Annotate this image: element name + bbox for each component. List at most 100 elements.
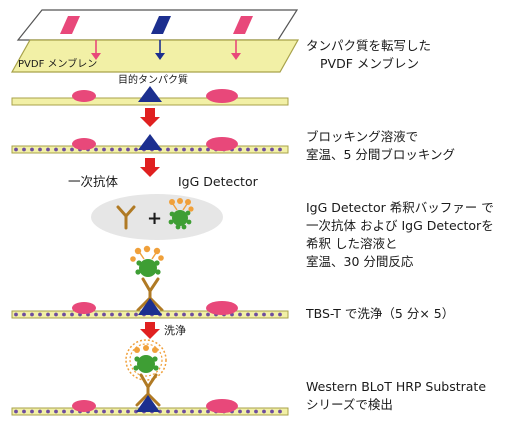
blocking-agent-bead xyxy=(158,409,162,414)
blocking-agent-bead xyxy=(174,147,178,152)
blocking-agent-bead xyxy=(126,409,130,414)
blocking-agent-bead xyxy=(22,147,26,152)
step-3-text: IgG Detector 希釈バッファー で 一次抗体 および IgG Dete… xyxy=(306,199,494,271)
antibody-y-icon xyxy=(116,205,136,230)
blocking-agent-bead xyxy=(46,312,50,317)
protein-band xyxy=(72,302,96,314)
red-down-arrow-icon xyxy=(140,108,160,127)
antibody-y-icon xyxy=(135,373,161,407)
blocking-agent-bead xyxy=(190,312,194,317)
blocking-agent-bead xyxy=(238,312,242,317)
blocking-agent-bead xyxy=(246,312,250,317)
transfer-arrow-right xyxy=(231,40,241,60)
blocking-agent-bead xyxy=(110,312,114,317)
blocking-agent-bead xyxy=(118,312,122,317)
gel-band-center xyxy=(151,16,171,34)
blocking-agent-bead xyxy=(254,147,258,152)
transfer-arrow-center xyxy=(155,40,165,60)
gel-band-left xyxy=(60,16,80,34)
blocking-agent-bead xyxy=(62,409,66,414)
protein-band xyxy=(206,137,238,151)
blocking-agent-bead xyxy=(190,409,194,414)
blocking-agent-bead xyxy=(126,312,130,317)
reaction-mix: + xyxy=(91,194,223,240)
step-5-line-2: シリーズで検出 xyxy=(306,397,393,412)
blocking-agent-bead xyxy=(262,409,266,414)
red-down-arrow-icon xyxy=(140,158,160,177)
blocking-agent-bead xyxy=(182,312,186,317)
antibody-y-icon xyxy=(136,277,164,312)
blocking-agent-bead xyxy=(206,409,210,414)
protein-band xyxy=(72,138,96,150)
primary-antibody-label: 一次抗体 xyxy=(68,174,119,189)
blocking-agent-bead xyxy=(70,147,74,152)
blocking-agent-bead xyxy=(206,147,210,152)
blocking-agent-bead xyxy=(94,312,98,317)
blocking-agent-bead xyxy=(254,312,258,317)
blocking-agent-bead xyxy=(94,147,98,152)
pvdf-membrane-sheet xyxy=(10,39,300,73)
blocking-agent-bead xyxy=(118,409,122,414)
mix-plus: + xyxy=(147,208,162,229)
blocking-agent-bead xyxy=(54,147,58,152)
blocking-agent-bead xyxy=(94,409,98,414)
blocking-agent-bead xyxy=(14,312,18,317)
protein-band xyxy=(206,301,238,315)
step-3-line-3: 希釈 した溶液と xyxy=(306,236,398,251)
target-protein-band xyxy=(136,395,160,412)
blocking-agent-bead xyxy=(238,409,242,414)
blocking-agent-bead xyxy=(174,409,178,414)
blocking-agent-bead xyxy=(198,409,202,414)
blocking-agent-bead xyxy=(246,409,250,414)
blocking-agent-bead xyxy=(62,312,66,317)
target-protein-label: 目的タンパク質 xyxy=(118,73,188,86)
step-3-line-4: 室温、30 分間反応 xyxy=(306,254,414,269)
blocking-agent-bead xyxy=(238,147,242,152)
blocking-agent-bead xyxy=(54,409,58,414)
blocking-agent-bead xyxy=(38,147,42,152)
blocking-agent-bead xyxy=(254,409,258,414)
blocking-agent-bead xyxy=(262,147,266,152)
transfer-arrow-left xyxy=(91,40,101,60)
membrane-strip-1 xyxy=(11,86,289,106)
blocking-agent-bead xyxy=(30,312,34,317)
gel-band-right xyxy=(233,16,253,34)
step-3-line-1: IgG Detector 希釈バッファー で xyxy=(306,200,494,215)
blocking-agent-bead xyxy=(46,147,50,152)
igg-detector-icon xyxy=(168,198,194,230)
step-5-line-1: Western BLoT HRP Substrate xyxy=(306,379,487,394)
protein-band xyxy=(206,89,238,103)
blocking-agent-bead xyxy=(262,312,266,317)
target-protein-band xyxy=(138,134,162,150)
blocking-agent-bead xyxy=(14,147,18,152)
blocking-agent-bead xyxy=(46,409,50,414)
blocking-agent-bead xyxy=(126,147,130,152)
step-2-line-2: 室温、5 分間ブロッキング xyxy=(306,147,456,162)
blocking-agent-bead xyxy=(134,312,138,317)
blocking-agent-bead xyxy=(22,312,26,317)
membrane-label: PVDF メンブレン xyxy=(18,57,97,70)
blocking-agent-bead xyxy=(38,312,42,317)
blocking-agent-bead xyxy=(102,147,106,152)
blocking-agent-bead xyxy=(198,147,202,152)
blocking-agent-bead xyxy=(166,409,170,414)
step-2-text: ブロッキング溶液で 室温、5 分間ブロッキング xyxy=(306,128,455,164)
blocking-agent-bead xyxy=(22,409,26,414)
blocking-agent-bead xyxy=(166,147,170,152)
red-down-arrow-icon xyxy=(140,322,160,339)
blocking-agent-bead xyxy=(270,312,274,317)
step-3-line-2: 一次抗体 および IgG Detectorを xyxy=(306,218,494,233)
blocking-agent-bead xyxy=(278,409,282,414)
step-5-text: Western BLoT HRP Substrate シリーズで検出 xyxy=(306,378,486,414)
blocking-agent-bead xyxy=(102,312,106,317)
blocking-agent-bead xyxy=(270,409,274,414)
membrane-strip-4-detection xyxy=(11,339,289,416)
protein-band xyxy=(72,400,96,412)
target-protein-band xyxy=(138,298,162,315)
blocking-agent-bead xyxy=(38,409,42,414)
step-1-line-2: PVDF メンブレン xyxy=(320,56,420,71)
blocking-agent-bead xyxy=(278,312,282,317)
membrane-strip-3-bound xyxy=(11,245,289,319)
blocking-agent-bead xyxy=(62,147,66,152)
